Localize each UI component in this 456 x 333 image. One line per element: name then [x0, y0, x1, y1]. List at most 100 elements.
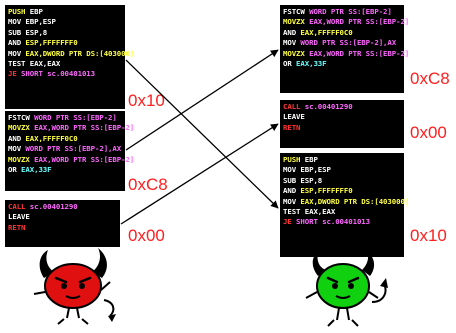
opcode: LEAVE — [8, 212, 30, 222]
code-line: FSTCW WORD PTR SS:[EBP-2] — [283, 7, 401, 17]
code-line: AND ESP,FFFFFFF0 — [8, 38, 122, 48]
code-line: MOV EBP,ESP — [8, 17, 122, 27]
opcode: MOVZX — [8, 123, 30, 133]
operands: WORD PTR SS:[EBP-2],AX — [296, 38, 397, 48]
opcode: FSTCW — [8, 113, 30, 122]
operands: EAX,EAX — [300, 207, 336, 217]
code-line: MOVZX EAX,WORD PTR SS:[EBP-2] — [8, 154, 134, 165]
operands: sc.00401290 — [300, 102, 353, 111]
opcode: MOV — [8, 48, 22, 58]
opcode: FSTCW — [283, 7, 305, 16]
operands: EAX,33F — [16, 165, 52, 175]
operands: ESP,8 — [296, 175, 323, 185]
opcode: JE — [8, 69, 17, 79]
opcode: RETN — [283, 122, 301, 132]
operands: ESP,FFFFFFF0 — [296, 186, 353, 196]
opcode: AND — [8, 38, 22, 48]
code-line: MOVZX EAX,WORD PTR SS:[EBP-2] — [8, 123, 134, 133]
opcode: TEST — [8, 59, 26, 69]
operands: WORD PTR SS:[EBP-2] — [29, 113, 117, 122]
red-devil-icon — [33, 248, 116, 325]
opcode: SUB — [283, 175, 297, 185]
code-line: MOV EAX,DWORD PTR DS:[403000] — [283, 196, 409, 207]
operands: EAX,WORD PTR SS:[EBP-2] — [304, 17, 410, 27]
left-block-fpu: FSTCW WORD PTR SS:[EBP-2]MOVZX EAX,WORD … — [5, 111, 134, 191]
operands: WORD PTR SS:[EBP-2] — [304, 7, 392, 16]
opcode: MOV — [283, 165, 297, 175]
code-line: CALL sc.00401290 — [8, 202, 117, 212]
opcode: TEST — [283, 207, 301, 217]
left-offset-label-2: 0xC8 — [128, 175, 168, 194]
opcode: MOVZX — [283, 48, 305, 58]
code-line: PUSH EBP — [283, 155, 401, 165]
code-line: RETN — [283, 123, 401, 133]
code-line: MOV WORD PTR SS:[EBP-2],AX — [283, 38, 401, 48]
operands: EAX,FFFFF0C0 — [296, 27, 353, 37]
operands: SHORT sc.00401013 — [291, 217, 370, 227]
arrow-prologue — [125, 59, 279, 209]
operands: EAX,WORD PTR SS:[EBP-2] — [29, 154, 135, 164]
opcode: CALL — [283, 102, 301, 111]
operands: EBP,ESP — [296, 165, 331, 175]
opcode: PUSH — [283, 155, 301, 164]
operands: EAX,DWORD PTR DS:[403000] — [21, 48, 135, 58]
arrow-epilogue — [120, 123, 279, 225]
opcode: MOV — [283, 38, 297, 48]
operands: EBP — [300, 155, 318, 164]
code-line: SUB ESP,8 — [283, 176, 401, 186]
opcode: OR — [283, 59, 292, 69]
code-line: RETN — [8, 223, 117, 233]
code-line: AND ESP,FFFFFFF0 — [283, 186, 401, 196]
left-offset-label-1: 0x10 — [128, 91, 165, 110]
code-line: CALL sc.00401290 — [283, 102, 401, 112]
code-line: MOV WORD PTR SS:[EBP-2],AX — [8, 144, 122, 154]
opcode: RETN — [8, 222, 26, 232]
operands: ESP,FFFFFFF0 — [21, 38, 78, 48]
code-line: MOVZX EAX,WORD PTR SS:[EBP-2] — [283, 48, 409, 59]
operands: EAX,DWORD PTR DS:[403000] — [296, 196, 410, 206]
right-offset-label-1: 0xC8 — [410, 69, 450, 88]
operands: SHORT sc.00401013 — [16, 69, 95, 79]
code-line: OR EAX,33F — [283, 59, 401, 69]
code-line: MOVZX EAX,WORD PTR SS:[EBP-2] — [283, 17, 409, 27]
operands: WORD PTR SS:[EBP-2],AX — [21, 144, 122, 154]
code-line: MOV EAX,DWORD PTR DS:[403000] — [8, 48, 134, 59]
operands: EBP — [25, 7, 43, 16]
right-block-fpu: FSTCW WORD PTR SS:[EBP-2]MOVZX EAX,WORD … — [280, 5, 409, 93]
opcode: JE — [283, 217, 292, 227]
operands: EBP,ESP — [21, 17, 56, 27]
code-line: TEST EAX,EAX — [8, 59, 122, 69]
code-line: TEST EAX,EAX — [283, 207, 401, 217]
code-line: PUSH EBP — [8, 7, 122, 17]
operands: EAX,33F — [291, 59, 327, 69]
opcode: CALL — [8, 202, 26, 211]
opcode: MOV — [8, 144, 22, 154]
code-line: MOV EBP,ESP — [283, 165, 401, 175]
opcode: AND — [283, 27, 297, 37]
right-offset-label-2: 0x00 — [410, 123, 447, 142]
operands: sc.00401290 — [25, 202, 78, 211]
opcode: OR — [8, 165, 17, 175]
code-line: LEAVE — [283, 112, 401, 122]
code-line: FSTCW WORD PTR SS:[EBP-2] — [8, 113, 122, 123]
opcode: LEAVE — [283, 112, 305, 122]
arrow-fpu — [125, 49, 279, 151]
code-line: OR EAX,33F — [8, 165, 122, 175]
code-line: AND EAX,FFFFF0C0 — [283, 28, 401, 38]
opcode: AND — [283, 186, 297, 196]
opcode: MOVZX — [283, 17, 305, 27]
opcode: MOV — [8, 17, 22, 27]
code-line: AND EAX,FFFFF0C0 — [8, 134, 122, 144]
code-line: JE SHORT sc.00401013 — [283, 217, 401, 227]
operands: EAX,FFFFF0C0 — [21, 133, 78, 143]
opcode: MOVZX — [8, 154, 30, 164]
opcode: MOV — [283, 196, 297, 206]
operands: EAX,EAX — [25, 59, 61, 69]
code-line: JE SHORT sc.00401013 — [8, 69, 122, 79]
code-line: SUB ESP,8 — [8, 28, 122, 38]
